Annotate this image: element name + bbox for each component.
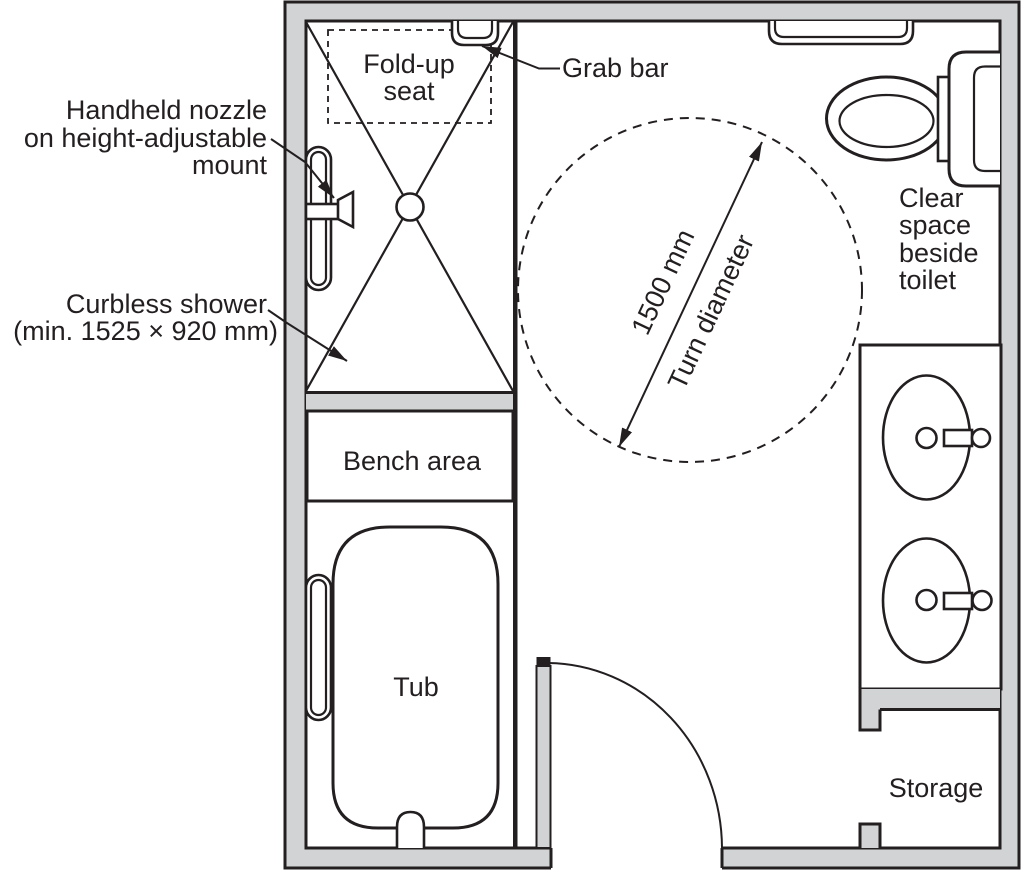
toilet-bowl-inner (838, 93, 935, 149)
turning-circle: 1500 mm Turn diameter (517, 117, 863, 463)
tub (331, 525, 500, 830)
bench-partition-wall (306, 394, 513, 411)
bench-area-label: Bench area (343, 446, 482, 476)
wall-top (285, 2, 1019, 21)
fold-up-seat-label-line2: seat (383, 76, 435, 106)
toilet-grab-bar (767, 21, 915, 46)
door (535, 657, 723, 849)
faucet-knob (971, 589, 993, 612)
walls (283, 0, 1021, 870)
wall-bottom-left (285, 848, 551, 868)
wall-right (1000, 2, 1019, 868)
curbless-shower-leader (267, 309, 348, 362)
sink-top (881, 374, 992, 501)
storage-label: Storage (889, 773, 984, 803)
clear-space-label-line2: space (899, 210, 971, 240)
toilet-tank-inner (972, 65, 1000, 173)
tub-room: Tub (304, 525, 500, 848)
sink-bottom (881, 537, 993, 664)
wall-inner-outline (304, 19, 1002, 850)
door-leaf-cap (536, 657, 551, 667)
bench-outline (305, 409, 515, 503)
shower-grab-bar (450, 21, 500, 47)
door-leaf (535, 665, 552, 849)
handheld-nozzle-label-line1: Handheld nozzle (66, 95, 267, 125)
tub-faucet (395, 810, 426, 848)
wall-outer-outline (283, 0, 1021, 870)
storage-north-wall (860, 689, 1000, 730)
faucet-stem (942, 591, 974, 611)
shower-drain (395, 192, 425, 222)
fold-up-seat-outline (327, 29, 492, 124)
clear-space-label-line4: toilet (899, 265, 957, 295)
annotations: Handheld nozzle on height-adjustable mou… (13, 45, 669, 362)
handheld-nozzle-stem (304, 202, 341, 221)
turn-diameter-arrow (618, 141, 763, 448)
clear-space-label-line3: beside (899, 238, 979, 268)
faucet-stem (942, 428, 974, 448)
shower-area: Fold-up seat (304, 21, 514, 392)
curbless-shower-label-line1: Curbless shower (66, 289, 267, 319)
handheld-nozzle-head (336, 189, 355, 230)
handheld-nozzle-label-line2: on height-adjustable (24, 123, 267, 153)
clear-space-label-line1: Clear (899, 183, 964, 213)
door-swing-arc (547, 662, 723, 849)
wall-bottom-right (722, 848, 1019, 868)
shower-grab-bar-inner (456, 21, 494, 40)
tub-grab-bar (304, 573, 333, 722)
turn-circle-outline (517, 117, 863, 463)
vanity (858, 343, 1003, 691)
storage-room: Storage (858, 689, 1000, 848)
sink-drain (915, 426, 938, 450)
toilet-grab-bar-inner (773, 21, 909, 39)
handheld-nozzle-leader (270, 138, 335, 199)
storage-north-wall-outline (858, 689, 1000, 732)
bench-area: Bench area (305, 391, 515, 503)
storage-door-jamb (860, 824, 880, 848)
grab-bar-label: Grab bar (562, 53, 669, 83)
partition-wall (513, 21, 518, 848)
grab-bar-leader (481, 45, 560, 70)
faucet-knob (970, 427, 992, 449)
sink-drain (915, 588, 938, 612)
toilet: Clear space beside toilet (767, 21, 1000, 295)
wall-left (285, 2, 306, 868)
tub-label: Tub (393, 672, 439, 702)
tub-grab-bar-inner (309, 578, 328, 717)
curbless-shower-label-line2: (min. 1525 × 920 mm) (13, 316, 278, 346)
fold-up-seat-label-line1: Fold-up (363, 49, 455, 79)
handheld-nozzle-label-line3: mount (192, 150, 268, 180)
storage-door-jamb-outline (858, 822, 882, 848)
